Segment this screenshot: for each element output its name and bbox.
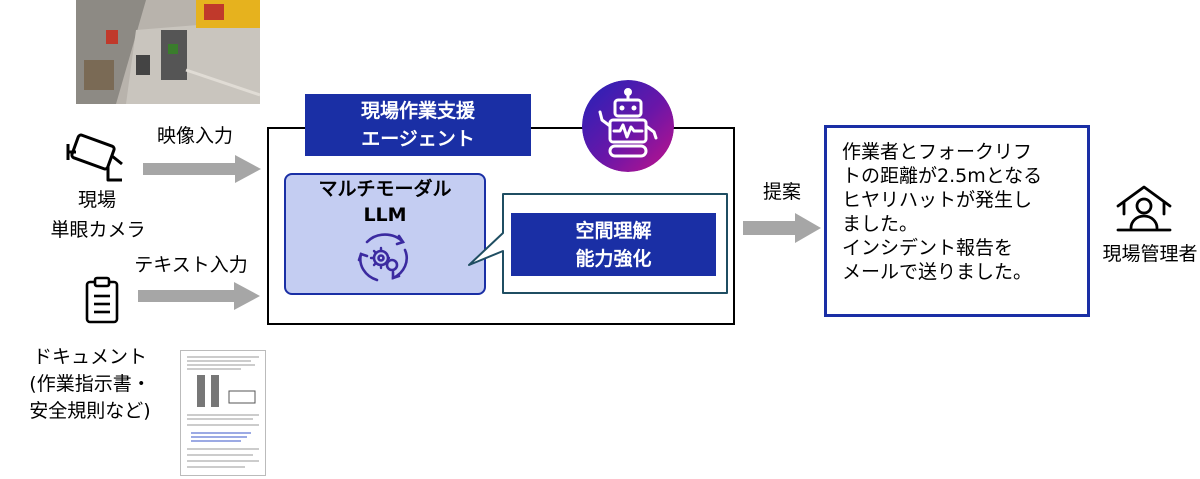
site-manager-label: 現場管理者 — [1102, 243, 1198, 265]
document-label-line3: 安全規則など) — [29, 400, 151, 422]
gears-cycle-icon — [353, 230, 415, 288]
document-label-line2: (作業指示書・ — [29, 373, 151, 395]
spatial-enhancement-box: 空間理解 能力強化 — [511, 213, 716, 276]
enhancement-line2: 能力強化 — [575, 247, 652, 270]
output-line-6: メールで送りました。 — [842, 261, 1033, 283]
security-camera-icon — [64, 130, 126, 188]
text-input-label: テキスト入力 — [134, 254, 248, 276]
site-camera-photo — [76, 0, 260, 104]
output-message-text: 作業者とフォークリフ トの距離が2.5mとなる ヒヤリハットが発生し ました。 … — [842, 140, 1082, 284]
robot-icon — [582, 80, 674, 172]
llm-title: マルチモーダル LLM — [284, 176, 486, 228]
text-input-arrow — [138, 282, 260, 310]
site-manager-icon — [1114, 184, 1174, 234]
video-input-label: 映像入力 — [156, 125, 233, 147]
camera-label-line2: 単眼カメラ — [50, 219, 146, 241]
agent-title: 現場作業支援 エージェント — [305, 94, 531, 156]
camera-label-line1: 現場 — [77, 189, 116, 211]
document-thumbnail — [180, 350, 266, 476]
proposal-arrow — [743, 213, 821, 243]
output-line-1: 作業者とフォークリフ — [842, 141, 1033, 163]
output-line-5: インシデント報告を — [842, 237, 1014, 259]
output-line-4: ました。 — [842, 213, 919, 235]
clipboard-icon — [84, 276, 120, 324]
llm-title-line1: マルチモーダル — [318, 178, 452, 200]
video-input-arrow — [143, 155, 261, 183]
output-line-2: トの距離が2.5mとなる — [842, 165, 1043, 187]
output-message-box — [824, 125, 1090, 317]
agent-title-line2: エージェント — [361, 128, 475, 150]
output-line-3: ヒヤリハットが発生し — [842, 189, 1033, 211]
enhancement-line1: 空間理解 — [575, 219, 652, 242]
agent-title-line1: 現場作業支援 — [360, 100, 475, 122]
llm-title-line2: LLM — [363, 204, 407, 226]
document-label-line1: ドキュメント — [32, 346, 147, 368]
proposal-label: 提案 — [762, 181, 801, 203]
